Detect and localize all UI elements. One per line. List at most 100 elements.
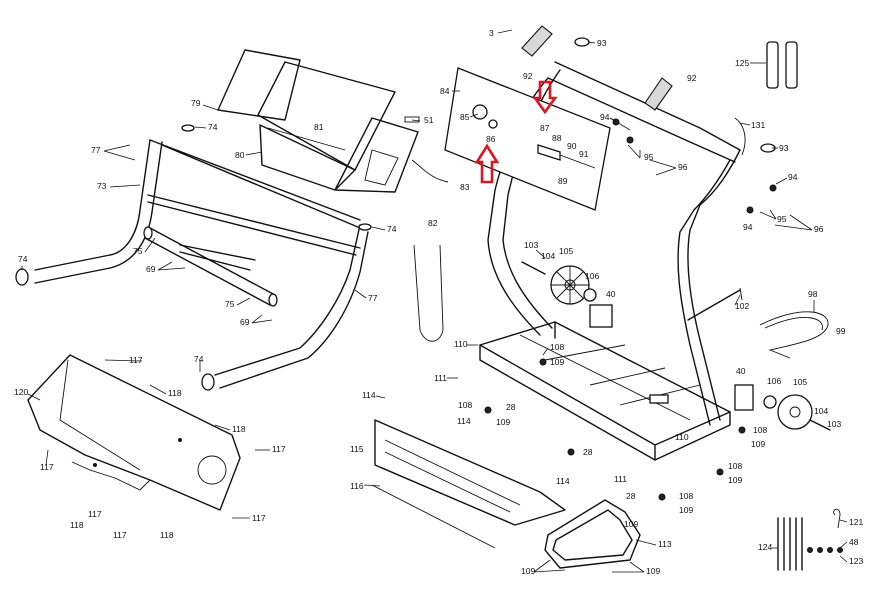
- callout-96: 96: [814, 224, 824, 234]
- callout-118: 118: [70, 520, 84, 530]
- callout-117: 117: [252, 513, 266, 523]
- callout-74: 74: [387, 224, 397, 234]
- callout-77: 77: [91, 145, 101, 155]
- callout-75: 75: [133, 246, 143, 256]
- callout-95: 95: [644, 152, 654, 162]
- callout-121: 121: [849, 517, 863, 527]
- callout-110: 110: [675, 432, 689, 442]
- callout-82: 82: [428, 218, 438, 228]
- callout-80: 80: [235, 150, 245, 160]
- callout-103: 103: [524, 240, 538, 250]
- callout-90: 90: [567, 141, 577, 151]
- callout-117: 117: [272, 444, 286, 454]
- callout-28: 28: [583, 447, 593, 457]
- callout-109: 109: [624, 519, 638, 529]
- callout-104: 104: [541, 251, 555, 261]
- callout-86: 86: [486, 134, 496, 144]
- hardware: [484, 118, 777, 501]
- callout-125: 125: [735, 58, 749, 68]
- callout-87: 87: [540, 123, 550, 133]
- callout-40: 40: [736, 366, 746, 376]
- callout-81: 81: [314, 122, 324, 132]
- callout-104: 104: [814, 406, 828, 416]
- callout-83: 83: [460, 182, 470, 192]
- callout-114: 114: [457, 416, 471, 426]
- callout-110: 110: [454, 339, 468, 349]
- callout-111: 111: [614, 474, 627, 484]
- callout-92: 92: [523, 71, 533, 81]
- callout-94: 94: [743, 222, 753, 232]
- callout-117: 117: [88, 509, 102, 519]
- callout-labels: 3 93 92 92 125 84 85 86 87 88 90 91 89 8…: [14, 28, 863, 576]
- callout-108: 108: [728, 461, 742, 471]
- callout-124: 124: [758, 542, 772, 552]
- front-cover: [371, 419, 566, 549]
- callout-98: 98: [808, 289, 818, 299]
- callout-91: 91: [579, 149, 589, 159]
- callout-116: 116: [350, 481, 364, 491]
- callout-109: 109: [646, 566, 660, 576]
- callout-69: 69: [240, 317, 250, 327]
- callout-94: 94: [788, 172, 798, 182]
- callout-94: 94: [600, 112, 610, 122]
- handle-bar: [544, 499, 641, 569]
- arrow-up-icon: [474, 143, 500, 184]
- handrail-frame: [15, 124, 372, 391]
- callout-109: 109: [679, 505, 693, 515]
- console-assembly: [217, 49, 449, 193]
- callout-108: 108: [550, 342, 564, 352]
- callout-108: 108: [679, 491, 693, 501]
- callout-74: 74: [18, 254, 28, 264]
- shock-and-cable: [687, 287, 829, 359]
- base-frame: [479, 304, 754, 461]
- callout-106: 106: [767, 376, 781, 386]
- grips: [143, 226, 278, 307]
- callout-28: 28: [506, 402, 516, 412]
- callout-73: 73: [97, 181, 107, 191]
- callout-69: 69: [146, 264, 156, 274]
- callout-109: 109: [751, 439, 765, 449]
- callout-77: 77: [368, 293, 378, 303]
- callout-117: 117: [129, 355, 143, 365]
- callout-109: 109: [521, 566, 535, 576]
- callout-109: 109: [550, 357, 564, 367]
- callout-85: 85: [460, 112, 470, 122]
- callout-79: 79: [191, 98, 201, 108]
- callout-89: 89: [558, 176, 568, 186]
- ties: [777, 508, 843, 571]
- callout-114: 114: [556, 476, 570, 486]
- callout-88: 88: [552, 133, 562, 143]
- callout-28: 28: [626, 491, 636, 501]
- top-parts: [413, 25, 798, 342]
- motor-hood: [27, 354, 241, 511]
- callout-117: 117: [113, 530, 127, 540]
- leader-lines: [21, 29, 848, 573]
- callout-113: 113: [658, 539, 672, 549]
- callout-48: 48: [849, 537, 859, 547]
- callout-40: 40: [606, 289, 616, 299]
- callout-3: 3: [489, 28, 494, 38]
- callout-115: 115: [350, 444, 364, 454]
- callout-99: 99: [836, 326, 846, 336]
- callout-120: 120: [14, 387, 28, 397]
- wheels: [521, 261, 831, 431]
- highlight-arrows: [474, 80, 558, 184]
- callout-114: 114: [362, 390, 376, 400]
- callout-106: 106: [585, 271, 599, 281]
- callout-105: 105: [559, 246, 573, 256]
- callout-103: 103: [827, 419, 841, 429]
- callout-96: 96: [678, 162, 688, 172]
- callout-92: 92: [687, 73, 697, 83]
- callout-131: 131: [751, 120, 765, 130]
- callout-95: 95: [777, 214, 787, 224]
- callout-84: 84: [440, 86, 450, 96]
- upright-frame: [444, 61, 741, 426]
- callout-93: 93: [597, 38, 607, 48]
- callout-108: 108: [458, 400, 472, 410]
- callout-93: 93: [779, 143, 789, 153]
- arrow-down-icon: [532, 80, 558, 115]
- callout-74: 74: [208, 122, 218, 132]
- callout-118: 118: [168, 388, 182, 398]
- callout-108: 108: [753, 425, 767, 435]
